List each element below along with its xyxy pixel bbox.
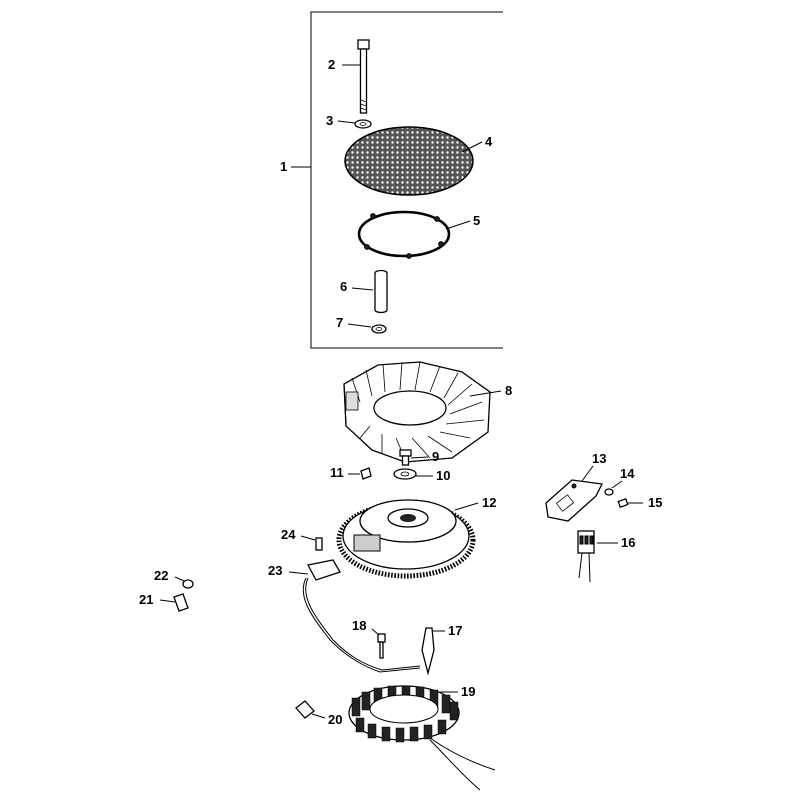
callout-20: 20 [328,712,343,727]
callout-5: 5 [473,213,481,228]
callout-11: 11 [330,465,344,480]
callout-2: 2 [328,57,336,72]
regulator-icon [545,465,603,522]
connector-icon [577,530,618,583]
callout-4: 4 [485,134,493,149]
callout-24: 24 [281,527,296,542]
callout-21: 21 [139,592,154,607]
callout-18: 18 [352,618,367,633]
clip-icon [295,700,326,719]
nut-icon [604,480,623,496]
bolt-icon [399,449,429,466]
washer-icon [347,323,387,334]
callout-7: 7 [336,315,344,330]
callout-1: 1 [280,159,288,174]
callout-12: 12 [482,495,497,510]
washer-icon [337,119,372,129]
spacer-tube-icon [351,269,388,314]
callout-14: 14 [620,466,635,481]
callout-23: 23 [268,563,283,578]
callout-3: 3 [326,113,334,128]
callout-10: 10 [436,468,451,483]
mesh-screen-icon [344,126,483,196]
washer-icon [393,468,433,480]
callout-15: 15 [648,495,663,510]
callout-8: 8 [505,383,513,398]
ignition-module-icon [288,559,421,673]
screw-icon [617,497,643,509]
ring-icon [357,210,471,259]
stator-icon [348,685,496,791]
terminal-icon [421,627,445,676]
clip-icon [159,593,189,612]
group-bracket [291,11,503,349]
callout-16: 16 [621,535,636,550]
callout-13: 13 [592,451,607,466]
screw-icon [371,628,386,659]
callout-9: 9 [432,449,440,464]
fan-icon [343,361,502,463]
callout-22: 22 [154,568,169,583]
callout-19: 19 [461,684,476,699]
woodruff-key-icon [348,467,372,480]
callout-17: 17 [448,623,463,638]
screw-icon [300,535,323,551]
bolt-icon [342,39,370,114]
callout-6: 6 [340,279,348,294]
nut-icon [174,576,194,589]
flywheel-icon [336,499,479,579]
